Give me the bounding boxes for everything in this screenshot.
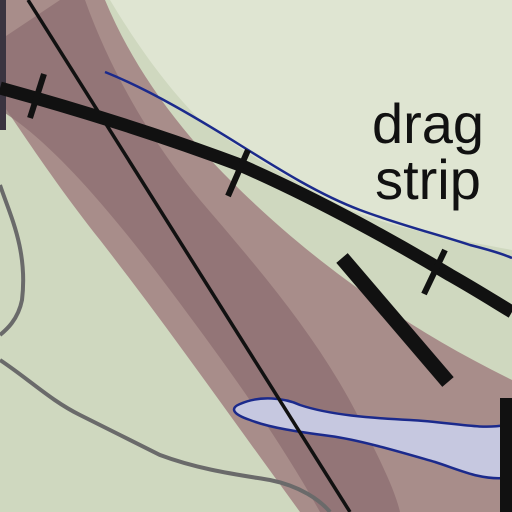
contour-line [0,358,332,512]
drag-strip-line [336,253,454,387]
pond [232,397,507,480]
left-edge-strip [0,0,6,130]
railroad-tick [421,248,448,296]
valley-inner-band [0,0,400,512]
stream-line [104,70,512,260]
contour-line [0,184,26,337]
terrain-light-area [110,0,512,250]
label-line-2: strip [375,148,481,211]
label-line-1: drag [371,92,485,155]
railroad-tick [225,148,251,198]
railroad-line [0,81,512,318]
thin-boundary-line [26,0,352,512]
railroad-tick [27,73,47,119]
right-edge-bar [500,398,512,512]
drag-strip-label: drag strip [358,96,498,208]
